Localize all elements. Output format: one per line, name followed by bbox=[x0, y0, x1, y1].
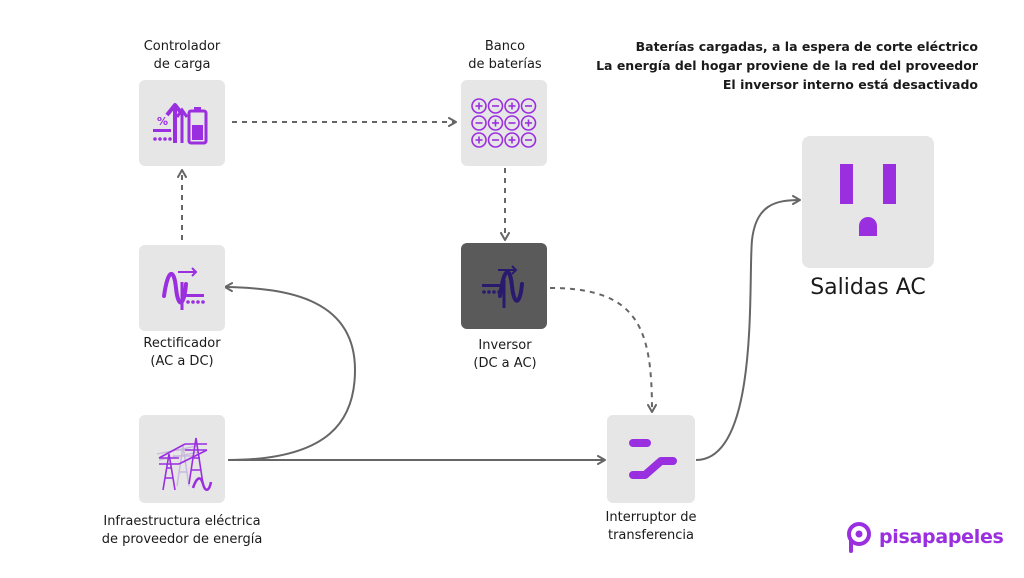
battery-cell-icon bbox=[520, 132, 537, 148]
svg-text:%: % bbox=[157, 115, 168, 128]
charge-controller-icon: % bbox=[153, 103, 208, 145]
brand-name: pisapapeles bbox=[879, 526, 1004, 548]
battery-cell-icon bbox=[487, 115, 504, 131]
battery-cell-icon bbox=[504, 132, 520, 148]
status-line: Baterías cargadas, a la espera de corte … bbox=[635, 39, 978, 54]
battery-cell-icon bbox=[487, 132, 504, 148]
rectifier-icon bbox=[162, 267, 205, 310]
rectifier-node[interactable] bbox=[139, 245, 225, 331]
battery-cell-icon bbox=[520, 98, 537, 114]
inverter-icon bbox=[482, 265, 524, 308]
battery-cell-icon bbox=[471, 98, 487, 114]
grid-label: Infraestructura eléctrica de proveedor d… bbox=[101, 514, 263, 547]
battery-bank-node[interactable] bbox=[461, 80, 547, 166]
battery-cell-icon bbox=[487, 98, 504, 114]
grid-node[interactable] bbox=[139, 415, 225, 503]
battery-bank-icon bbox=[471, 98, 537, 148]
inverter-node[interactable] bbox=[461, 243, 547, 329]
rectifier-label: Rectificador (AC a DC) bbox=[143, 336, 221, 369]
pisapapeles-logo-icon bbox=[847, 522, 871, 553]
battery-cell-icon bbox=[520, 115, 537, 131]
transfer-switch-icon bbox=[629, 439, 677, 479]
battery-cell-icon bbox=[471, 115, 487, 131]
battery-cell-icon bbox=[504, 98, 520, 114]
battery-bank-label: Banco de baterías bbox=[468, 39, 542, 72]
status-line: La energía del hogar proviene de la red … bbox=[596, 58, 978, 73]
charge-controller-node[interactable]: % bbox=[139, 80, 225, 166]
power-grid-icon bbox=[156, 437, 213, 491]
grid-to-rectifier-arrow bbox=[224, 282, 357, 461]
ac-outlet-icon bbox=[840, 164, 896, 236]
battery-cell-icon bbox=[471, 132, 487, 148]
inverter-label: Inversor (DC a AC) bbox=[473, 338, 537, 371]
transfer-switch-node[interactable] bbox=[607, 415, 695, 503]
status-line: El inversor interno está desactivado bbox=[722, 77, 978, 92]
ac-outlets-node[interactable] bbox=[802, 136, 934, 268]
status-panel: Baterías cargadas, a la espera de corte … bbox=[596, 37, 978, 94]
battery-cell-icon bbox=[504, 115, 520, 131]
transfer-switch-label: Interruptor de transferencia bbox=[605, 510, 697, 543]
controller-label: Controlador de carga bbox=[143, 39, 221, 72]
brand-logo[interactable]: pisapapeles bbox=[845, 521, 1004, 553]
switch-to-outlets-arrow bbox=[695, 195, 801, 461]
ac-outlets-label: Salidas AC bbox=[810, 275, 926, 300]
inverter-to-switch-arrow bbox=[549, 287, 657, 413]
